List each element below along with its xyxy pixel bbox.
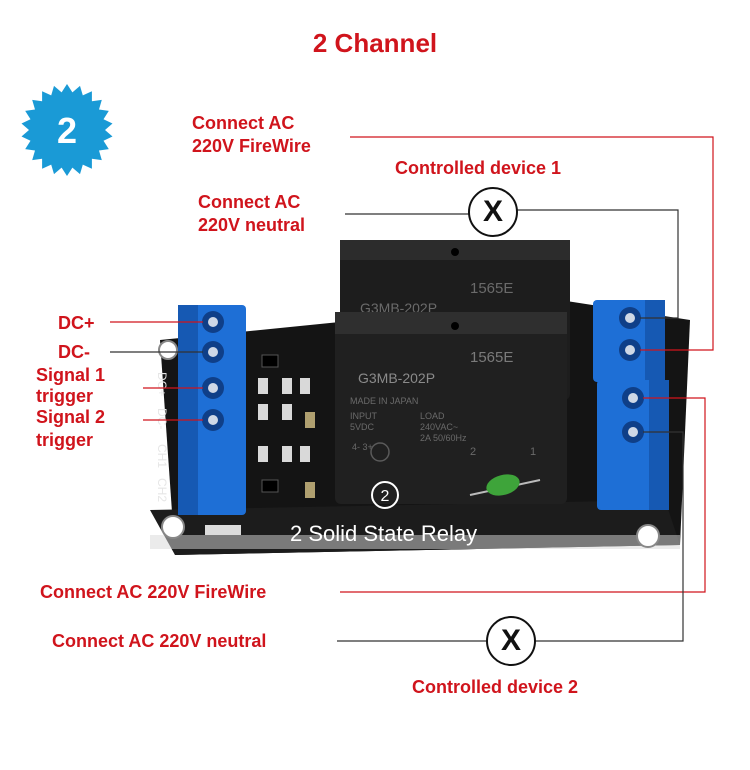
label-signal1-line1: Signal 1 [36, 365, 106, 385]
left-pin-labels: DC+ DC- CH1 CH2 [155, 372, 169, 502]
label-signal2-line2: trigger [36, 430, 94, 450]
left-terminal-block [178, 305, 246, 515]
relay-load: LOAD [420, 411, 445, 421]
relay-pins: 4- 3+ [352, 442, 373, 452]
relay-2-code: 1565E [470, 349, 513, 366]
relay-made: MADE IN JAPAN [350, 396, 418, 406]
relay-load-a: 2A 50/60Hz [420, 433, 467, 443]
pin-label-dc-minus: DC- [155, 408, 169, 429]
badge-number: 2 [56, 110, 78, 151]
device-2-x-icon: X [500, 624, 521, 657]
green-component [469, 474, 541, 496]
svg-text:2: 2 [381, 488, 390, 505]
pin-label-ch1: CH1 [155, 444, 169, 468]
label-dc-minus: DC- [58, 342, 90, 362]
relay-load-v: 240VAC~ [420, 422, 458, 432]
relay-1-code: 1565E [470, 280, 513, 297]
relay-input-v: 5VDC [350, 422, 375, 432]
relay-2-model: G3MB-202P [358, 370, 435, 386]
label-controlled-device-1: Controlled device 1 [395, 158, 562, 178]
leader-lines [110, 136, 714, 642]
label-top-firewire-line2: 220V FireWire [192, 136, 311, 156]
relay-input: INPUT [350, 411, 378, 421]
page-title: 2 Channel [312, 28, 438, 58]
label-bottom-neutral: Connect AC 220V neutral [52, 631, 267, 651]
label-controlled-device-2: Controlled device 2 [412, 677, 579, 697]
pin-label-ch2: CH2 [155, 478, 169, 502]
label-top-neutral-line2: 220V neutral [198, 215, 306, 235]
label-top-firewire-line1: Connect AC [192, 113, 295, 133]
relay-pin-1: 1 [530, 446, 536, 458]
smd-components [205, 354, 315, 535]
device-1-x-icon: X [482, 195, 503, 228]
pin-label-dc-plus: DC+ [155, 372, 169, 396]
label-bottom-firewire: Connect AC 220V FireWire [40, 582, 267, 602]
label-top-neutral-line1: Connect AC [198, 192, 301, 212]
device-1-circle [468, 187, 518, 237]
right-terminal-block-top [593, 300, 665, 382]
silk-label: 2 Solid State Relay [290, 521, 477, 546]
relay-pin-2: 2 [470, 446, 476, 458]
label-dc-plus: DC+ [58, 313, 95, 333]
silk-circle-mark: 2 [371, 481, 399, 509]
label-signal1-line2: trigger [36, 386, 94, 406]
relay-2: 1565E G3MB-202P MADE IN JAPAN INPUT 5VDC… [335, 312, 567, 504]
device-2-circle [486, 616, 536, 666]
right-terminal-block-bottom [597, 380, 669, 510]
label-signal2-line1: Signal 2 [36, 407, 106, 427]
badge-starburst [21, 84, 113, 176]
